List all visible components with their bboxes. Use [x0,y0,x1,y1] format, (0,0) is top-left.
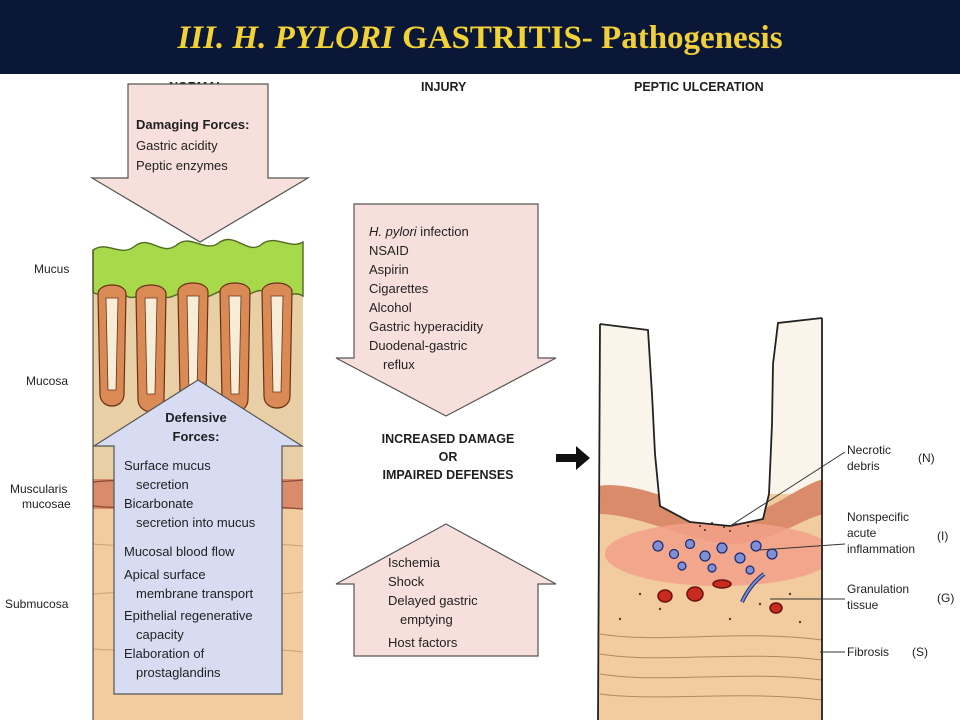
defensive-line-1: Surface mucus [124,458,211,473]
defensive-heading-1: Defensive [165,410,226,425]
injury-top-line-8: reflux [383,357,415,372]
code-fibrosis: (S) [912,645,928,659]
label-inflam-3: inflammation [847,542,915,556]
title-bar: III. H. PYLORI GASTRITIS- Pathogenesis [0,0,960,74]
code-gran: (G) [937,591,954,605]
injury-top-line-7: Duodenal-gastric [369,338,468,353]
label-inflam-1: Nonspecific [847,510,909,524]
header-peptic-ulceration: PEPTIC ULCERATION [634,80,764,94]
injury-bottom-line-1: Ischemia [388,555,441,570]
defensive-line-11: prostaglandins [136,665,221,680]
injury-top-line-6: Gastric hyperacidity [369,319,484,334]
injury-bottom-line-4: emptying [400,612,453,627]
defensive-line-2: secretion [136,477,189,492]
label-necrotic-1: Necrotic [847,443,891,457]
code-inflam: (I) [937,529,948,543]
result-line-1: INCREASED DAMAGE [382,432,515,446]
injury-bottom-line-5: Host factors [388,635,458,650]
title-part-3: Pathogenesis [601,20,783,56]
granulation-vessels [657,579,783,614]
damaging-heading: Damaging Forces: [136,117,249,132]
label-muscularis-2: mucosae [22,497,71,511]
damaging-item-1: Gastric acidity [136,138,218,153]
injury-damaging-arrow [335,203,557,417]
defensive-line-8: Epithelial regenerative [124,608,253,623]
pathogenesis-diagram: NORMAL INJURY PEPTIC ULCERATION [5,80,954,720]
leader-lines [729,451,846,653]
label-gran-2: tissue [847,598,879,612]
label-submucosa: Submucosa [5,597,69,611]
defensive-line-7: membrane transport [136,586,253,601]
label-mucosa: Mucosa [26,374,68,388]
injury-top-line-4: Cigarettes [369,281,429,296]
label-inflam-2: acute [847,526,877,540]
label-muscularis-1: Muscularis [10,482,67,496]
label-fibrosis: Fibrosis [847,645,889,659]
injury-top-line-2: NSAID [369,243,409,258]
label-mucus: Mucus [34,262,69,276]
defensive-forces-arrow [91,379,305,695]
result-line-2: OR [439,450,458,464]
defensive-line-3: Bicarbonate [124,496,193,511]
label-gran-1: Granulation [847,582,909,596]
defensive-line-10: Elaboration of [124,646,205,661]
injury-top-line-3: Aspirin [369,262,409,277]
defensive-line-6: Apical surface [124,567,206,582]
damaging-item-2: Peptic enzymes [136,158,228,173]
injury-defense-arrow [335,523,557,657]
right-arrow-icon [556,446,590,470]
result-line-3: IMPAIRED DEFENSES [382,468,513,482]
header-injury: INJURY [421,80,467,94]
damaging-forces-arrow [89,83,311,243]
injury-bottom-line-3: Delayed gastric [388,593,478,608]
title-part-1: III. H. PYLORI [177,20,394,56]
inflammatory-cells [652,538,778,575]
defensive-line-9: capacity [136,627,184,642]
injury-top-line-5: Alcohol [369,300,412,315]
label-necrotic-2: debris [847,459,880,473]
defensive-line-5: Mucosal blood flow [124,544,235,559]
injury-bottom-line-2: Shock [388,574,425,589]
ulcer-tissue [597,317,823,720]
injury-top-line-1: H. pylori infection [369,224,469,239]
slide-title: III. H. PYLORI GASTRITIS- Pathogenesis [0,20,960,57]
code-necrotic: (N) [918,451,935,465]
defensive-line-4: secretion into mucus [136,515,256,530]
defensive-heading-2: Forces: [173,429,220,444]
title-part-2: GASTRITIS- [393,20,602,56]
